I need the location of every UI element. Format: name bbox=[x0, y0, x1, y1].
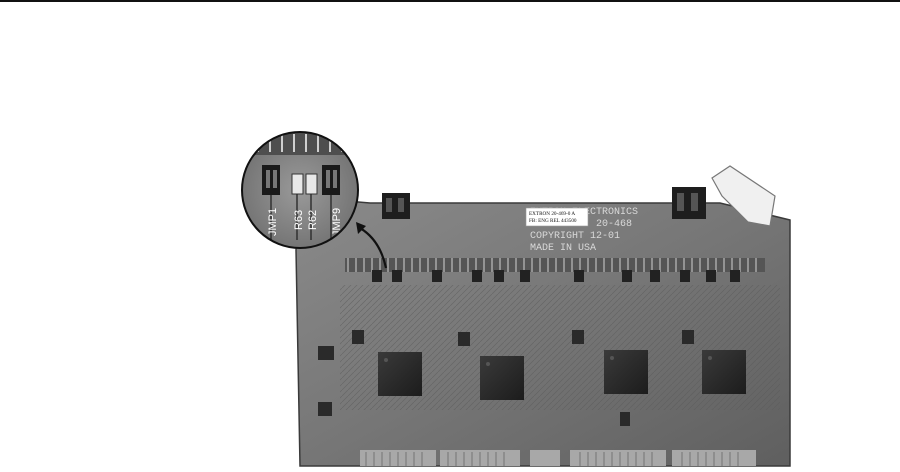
board-label-sticker: EXTRON 20-469-0 A FB: ENG REL 443500 bbox=[525, 207, 589, 227]
top-rule bbox=[0, 0, 900, 2]
top-connector-left bbox=[382, 193, 410, 219]
chip-4 bbox=[702, 350, 746, 394]
label-line2: FB: ENG REL 443500 bbox=[529, 218, 577, 224]
silk-line4: MADE IN USA bbox=[530, 243, 596, 254]
pointer-arrow bbox=[356, 222, 388, 269]
chip-3 bbox=[604, 350, 648, 394]
label-line1: EXTRON 20-469-0 A bbox=[529, 211, 575, 217]
label-jmp9: JMP9 bbox=[331, 208, 343, 236]
zoom-callout: JMP1 R63 R62 JMP9 bbox=[241, 131, 359, 249]
chip-2 bbox=[480, 356, 524, 400]
edge-connector bbox=[360, 450, 756, 466]
top-connector-right bbox=[672, 187, 706, 219]
label-jmp1: JMP1 bbox=[267, 208, 279, 236]
chip-1 bbox=[378, 352, 422, 396]
silk-line2: 20-468 bbox=[596, 219, 632, 230]
label-r63: R63 bbox=[293, 210, 305, 230]
silk-line3: COPYRIGHT 12-01 bbox=[530, 231, 620, 242]
pcb-board: EXTRON ELECTRONICS 20-468 COPYRIGHT 12-0… bbox=[295, 165, 791, 467]
label-r62: R62 bbox=[307, 210, 319, 230]
